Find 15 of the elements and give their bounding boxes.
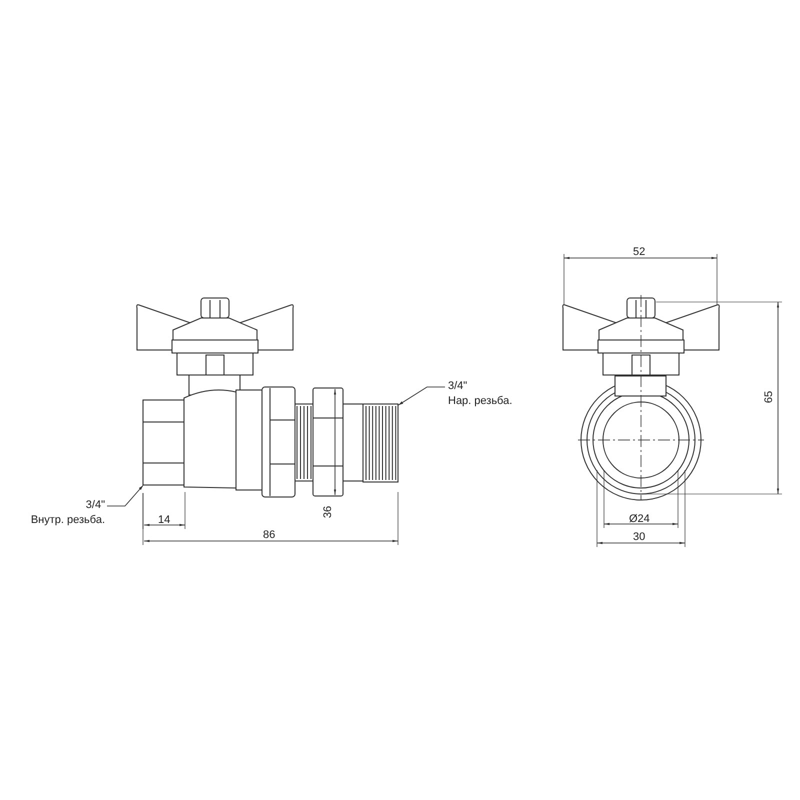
- dimension-label: 14: [158, 513, 170, 527]
- dimension-label: 52: [633, 245, 646, 259]
- dimension-label: 86: [263, 528, 276, 542]
- thread-size-label: 3/4": [84, 498, 105, 513]
- thread-type-label: Нар. резьба.: [448, 394, 512, 409]
- dimension-label: Ø24: [629, 512, 650, 526]
- male-thread-drawing: [362, 404, 398, 482]
- leader-line: [106, 485, 144, 506]
- thread-size-label: 3/4": [448, 379, 468, 394]
- hex-end-drawing: [142, 400, 184, 486]
- thread-type-label: Внутр. резьба.: [30, 513, 105, 528]
- dimension-label: 36: [321, 506, 336, 518]
- dimension-label: 65: [762, 390, 776, 404]
- leader-line: [398, 386, 446, 406]
- dimension-label: 30: [633, 530, 646, 544]
